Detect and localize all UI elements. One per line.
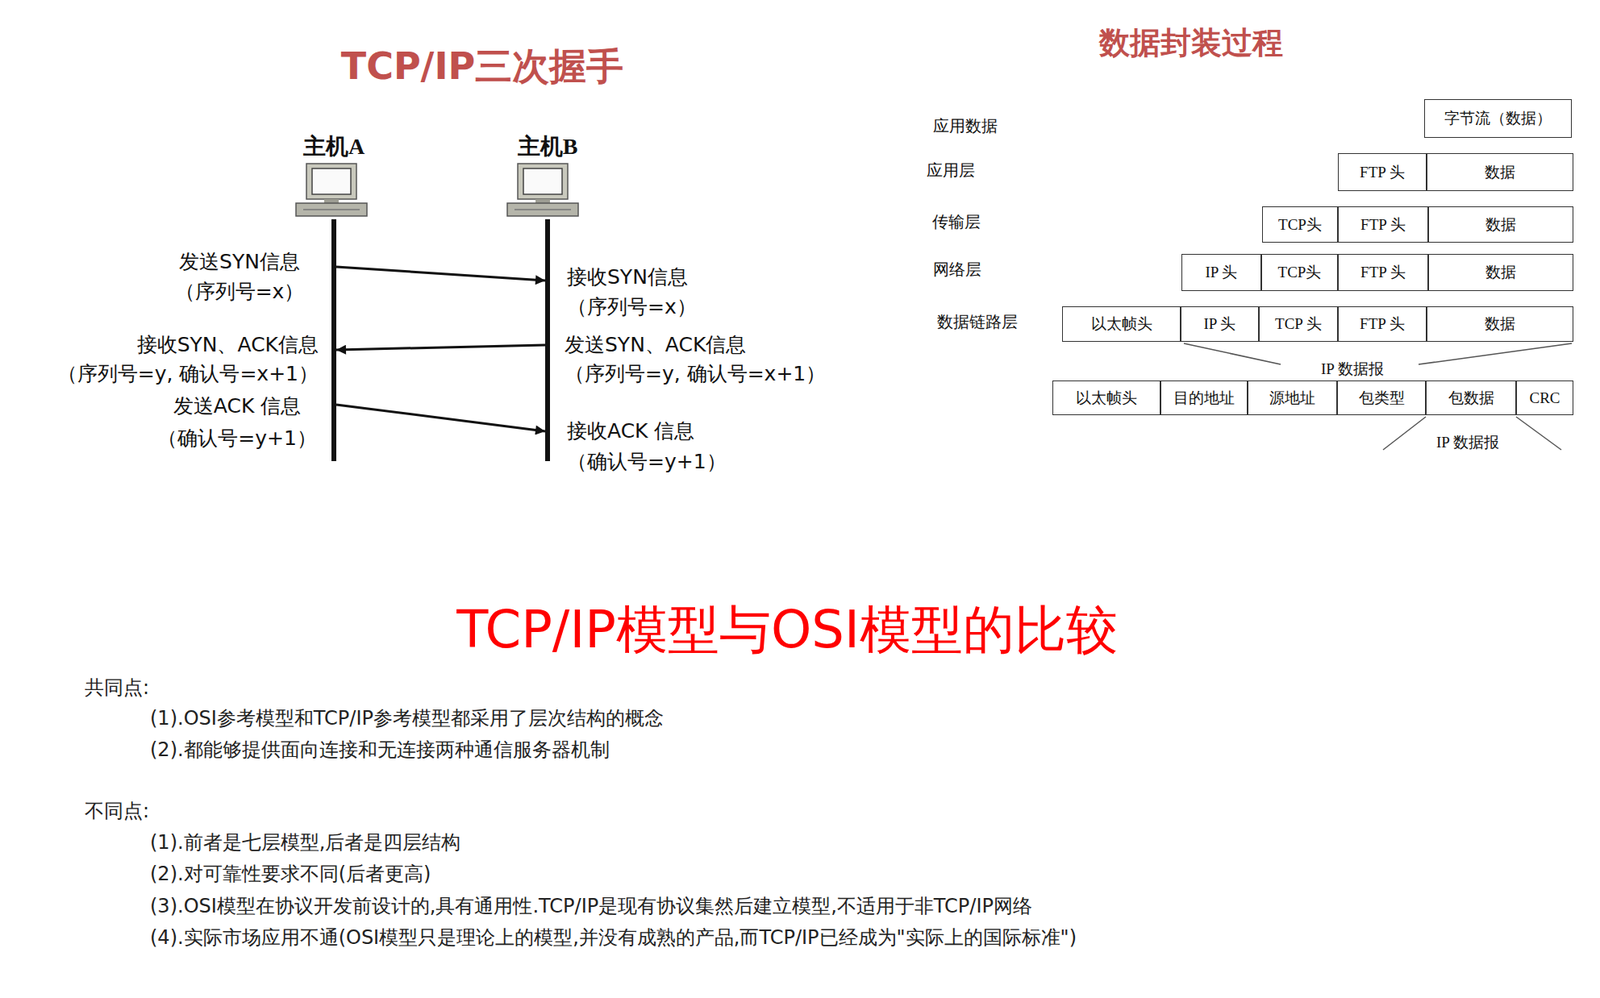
step-note: 接收SYN信息 （序列号=x） (566, 262, 697, 322)
layer-name: 网络层 (933, 259, 982, 280)
cell-text: FTP 头 (1360, 214, 1406, 236)
header-cell: FTP 头 (1337, 254, 1429, 292)
cell-text: 数据 (1485, 262, 1517, 284)
cell-text: 数据 (1484, 162, 1516, 184)
section-title: 数据封装过程 (1099, 23, 1284, 63)
cell-text: TCP头 (1278, 214, 1322, 236)
text-line: （确认号=y+1） (566, 446, 727, 478)
text-line: 接收ACK 信息 (566, 416, 727, 447)
text-line: （序列号=x） (175, 276, 305, 307)
cell-text: 以太帧头 (1091, 313, 1153, 335)
header-cell: 包类型 (1337, 380, 1426, 416)
note-line: (3).OSI模型在协议开发前设计的,具有通用性.TCP/IP是现有协议集然后建… (150, 894, 1033, 919)
header-cell: IP 头 (1181, 254, 1262, 292)
cell-text: CRC (1529, 389, 1560, 408)
cell-text: FTP 头 (1360, 262, 1406, 284)
computer-icon (507, 163, 579, 217)
header-cell: TCP 头 (1258, 306, 1338, 342)
header-cell: 以太帧头 (1062, 306, 1181, 342)
layer-name: 应用层 (926, 160, 975, 181)
header-cell: 数据 (1426, 306, 1574, 342)
note-heading: 不同点: (84, 799, 150, 824)
bracket-label: IP 数据报 (1436, 433, 1500, 452)
bracket-line (1183, 343, 1281, 365)
bracket-line (1418, 343, 1572, 365)
note-line: (2).对可靠性要求不同(后者更高) (150, 862, 431, 887)
step-note: 接收SYN、ACK信息 （序列号=y, 确认号=x+1） (57, 330, 319, 389)
note-line: (1).OSI参考模型和TCP/IP参考模型都采用了层次结构的概念 (150, 706, 664, 731)
note-heading: 共同点: (84, 675, 150, 700)
header-cell: CRC (1516, 380, 1574, 416)
text-line: 接收SYN信息 (566, 262, 697, 292)
header-cell: FTP 头 (1337, 153, 1427, 192)
header-cell: 以太帧头 (1052, 380, 1161, 416)
text-line: 发送SYN信息 (175, 246, 305, 277)
step-note: 发送SYN信息 （序列号=x） (175, 246, 305, 307)
text-line: 发送ACK 信息 (157, 390, 317, 423)
section-title: TCP/IP三次握手 (341, 42, 624, 90)
header-cell: 数据 (1428, 206, 1574, 243)
cell-text: 源地址 (1269, 387, 1316, 409)
cell-text: FTP 头 (1359, 313, 1405, 335)
note-line: (4).实际市场应用不通(OSI模型只是理论上的模型,并没有成熟的产品,而TCP… (150, 925, 1077, 950)
bracket-line (1516, 416, 1562, 450)
header-cell: TCP头 (1262, 206, 1338, 243)
cell-text: 数据 (1485, 214, 1517, 236)
header-cell: 数据 (1426, 153, 1574, 192)
cell-text: IP 头 (1204, 313, 1237, 335)
host-lifeline: 主机B (545, 219, 550, 462)
cell-text: 字节流（数据） (1444, 108, 1552, 130)
header-cell: 目的地址 (1160, 380, 1248, 416)
layer-name: 应用数据 (933, 116, 998, 137)
cell-text: FTP 头 (1359, 162, 1405, 184)
header-cell: FTP 头 (1337, 306, 1427, 342)
note-line: (2).都能够提供面向连接和无连接两种通信服务器机制 (150, 737, 610, 763)
text-line: 接收SYN、ACK信息 (57, 330, 319, 360)
text-line: 发送SYN、ACK信息 (564, 330, 826, 360)
page-title: TCP/IP模型与OSI模型的比较 (456, 597, 1118, 663)
cell-text: TCP 头 (1275, 313, 1322, 335)
cell-text: TCP头 (1278, 262, 1322, 284)
text-line: （序列号=y, 确认号=x+1） (57, 359, 319, 389)
computer-icon (295, 163, 367, 217)
step-note: 发送ACK 信息 （确认号=y+1） (157, 390, 317, 455)
layer-name: 传输层 (932, 212, 981, 233)
cell-text: 包数据 (1448, 387, 1495, 409)
cell-text: IP 头 (1205, 262, 1238, 284)
header-cell: TCP头 (1261, 254, 1338, 292)
cell-text: 数据 (1484, 313, 1516, 335)
header-cell: IP 头 (1180, 306, 1259, 342)
text-line: （序列号=y, 确认号=x+1） (564, 359, 826, 389)
handshake-arrow (336, 266, 546, 281)
step-note: 发送SYN、ACK信息 （序列号=y, 确认号=x+1） (564, 330, 826, 389)
header-cell: FTP 头 (1337, 206, 1429, 243)
handshake-arrow (336, 404, 546, 432)
header-cell: 字节流（数据） (1424, 99, 1572, 138)
bracket-label: IP 数据报 (1320, 360, 1384, 379)
text-line: （序列号=x） (566, 291, 697, 322)
host-lifeline: 主机A (331, 219, 337, 462)
layer-name: 数据链路层 (937, 312, 1018, 333)
header-cell: 包数据 (1425, 380, 1517, 416)
header-cell: 数据 (1428, 254, 1574, 292)
cell-text: 包类型 (1358, 387, 1405, 409)
host-name: 主机A (303, 133, 365, 160)
step-note: 接收ACK 信息 （确认号=y+1） (566, 416, 727, 478)
cell-text: 以太帧头 (1075, 387, 1138, 409)
host-name: 主机B (517, 133, 579, 160)
handshake-arrow (336, 345, 546, 350)
text-line: （确认号=y+1） (157, 422, 317, 455)
header-cell: 源地址 (1247, 380, 1338, 416)
cell-text: 目的地址 (1173, 387, 1235, 409)
note-line: (1).前者是七层模型,后者是四层结构 (150, 830, 461, 855)
bracket-line (1383, 416, 1426, 450)
